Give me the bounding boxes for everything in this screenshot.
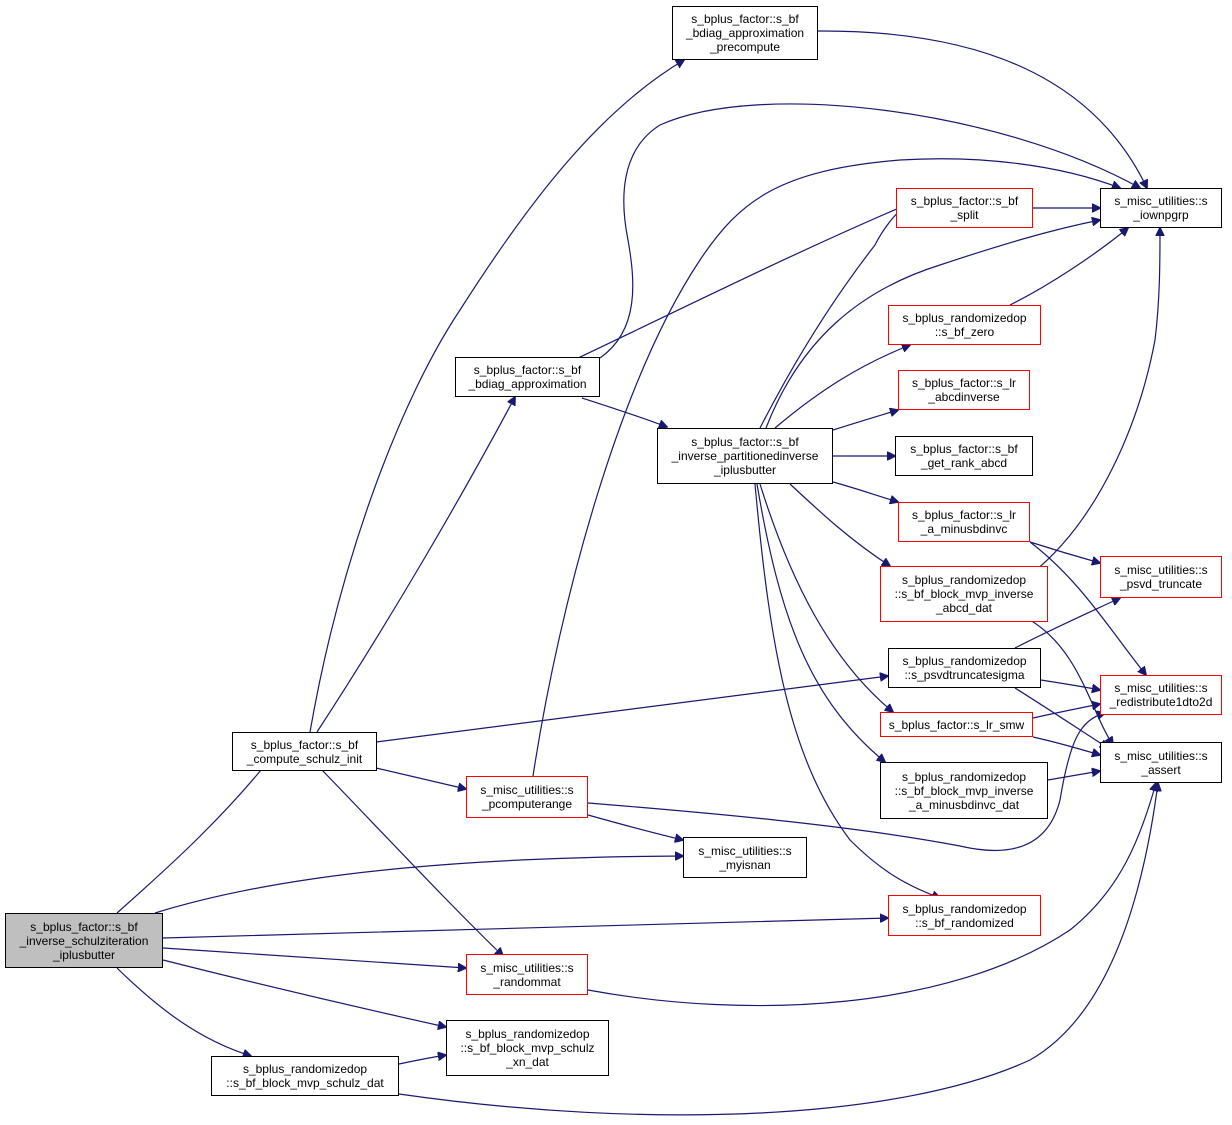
node-root: s_bplus_factor::s_bf _inverse_schulziter… xyxy=(5,913,163,968)
edge-inverse-lr-abcdinverse xyxy=(832,410,898,431)
edge-compute-bdiag-approximation xyxy=(316,397,515,733)
edge-inverse-lr-smw xyxy=(759,483,893,712)
edge-inverse-bf-zero xyxy=(774,345,910,429)
node-bf-randomized[interactable]: s_bplus_randomizedop ::s_bf_randomized xyxy=(888,895,1041,936)
node-psvd-truncate[interactable]: s_misc_utilities::s _psvd_truncate xyxy=(1100,556,1222,598)
node-pcomputerange[interactable]: s_misc_utilities::s _pcomputerange xyxy=(466,776,588,818)
edge-lraminus-redistribute xyxy=(1029,541,1146,675)
node-block-mvp-schulz[interactable]: s_bplus_randomizedop ::s_bf_block_mvp_sc… xyxy=(211,1056,399,1096)
edge-bdiag-iownpgrp xyxy=(599,103,1140,359)
edge-pcompute-myisnan xyxy=(587,814,683,840)
edge-precompute-iownpgrp xyxy=(817,30,1147,188)
edge-psvdsigma-redistribute xyxy=(1040,679,1100,690)
edge-root-myisnan xyxy=(154,856,683,914)
edge-root-bf-randomized xyxy=(162,918,888,939)
edge-pcompute-redistribute xyxy=(587,713,1105,851)
edge-compute-bdiag-precompute xyxy=(309,60,684,733)
node-iownpgrp[interactable]: s_misc_utilities::s _iownpgrp xyxy=(1100,188,1222,228)
edge-root-block-mvp-schulz xyxy=(116,967,251,1056)
edge-inverse-lr-a-minus xyxy=(832,481,898,502)
edge-bfzero-iownpgrp xyxy=(1009,228,1128,306)
edge-bdiag-inverse-partitioned xyxy=(581,397,667,427)
edge-inverse-split xyxy=(759,200,913,429)
node-randommat[interactable]: s_misc_utilities::s _randommat xyxy=(466,954,588,995)
edge-root-block-mvp-schulz-xn xyxy=(162,959,446,1027)
edge-inverse-bf-randomized xyxy=(754,483,940,898)
edge-randommat-assert xyxy=(587,783,1156,1007)
node-myisnan[interactable]: s_misc_utilities::s _myisnan xyxy=(683,837,807,878)
node-assert[interactable]: s_misc_utilities::s _assert xyxy=(1100,742,1222,783)
edge-inverse-iownpgrp xyxy=(765,220,1100,429)
node-lr-a-minusbdinvc[interactable]: s_bplus_factor::s_lr _a_minusbdinvc xyxy=(898,502,1030,542)
edge-block-abcd-iownpgrp xyxy=(1029,228,1160,576)
edge-block-abcd-assert xyxy=(1029,619,1113,745)
node-split[interactable]: s_bplus_factor::s_bf _split xyxy=(896,188,1033,228)
edge-pcompute-iownpgrp xyxy=(532,158,1120,777)
node-bdiag-precompute[interactable]: s_bplus_factor::s_bf _bdiag_approximatio… xyxy=(672,6,818,60)
edge-lraminus-psvd-truncate xyxy=(1029,541,1100,563)
edge-inverse-block-mvp-abcd xyxy=(789,483,890,566)
node-block-mvp-inverse-abcd[interactable]: s_bplus_randomizedop ::s_bf_block_mvp_in… xyxy=(880,566,1048,622)
node-compute-schulz-init[interactable]: s_bplus_factor::s_bf _compute_schulz_ini… xyxy=(232,732,377,771)
edge-lrsmw-assert xyxy=(1032,736,1100,755)
edge-psvdsigma-assert xyxy=(1014,687,1108,748)
node-bdiag-approximation[interactable]: s_bplus_factor::s_bf _bdiag_approximatio… xyxy=(455,357,600,397)
edge-schulz-dat-schulz-xn xyxy=(398,1055,446,1065)
node-get-rank-abcd[interactable]: s_bplus_factor::s_bf _get_rank_abcd xyxy=(895,436,1033,476)
edge-lrsmw-redistribute xyxy=(1032,704,1100,719)
edge-inverse-block-mvp-a-minus xyxy=(756,483,885,762)
node-block-mvp-inverse-a-minus[interactable]: s_bplus_randomizedop ::s_bf_block_mvp_in… xyxy=(880,762,1048,819)
edge-bdiag-split xyxy=(577,202,913,359)
node-redistribute1dto2d[interactable]: s_misc_utilities::s _redistribute1dto2d xyxy=(1100,675,1222,715)
edge-block-aminus-assert xyxy=(1047,771,1100,781)
edge-root-randommat xyxy=(162,947,466,968)
edge-psvdsigma-psvd-truncate xyxy=(1014,598,1120,649)
node-bf-zero[interactable]: s_bplus_randomizedop ::s_bf_zero xyxy=(888,305,1041,345)
node-block-mvp-schulz-xn[interactable]: s_bplus_randomizedop ::s_bf_block_mvp_sc… xyxy=(446,1020,609,1076)
node-inverse-partitioned[interactable]: s_bplus_factor::s_bf _inverse_partitione… xyxy=(657,428,833,484)
edge-compute-randommat xyxy=(321,769,503,956)
edge-schulz-dat-assert xyxy=(398,783,1158,1116)
edge-compute-psvdtruncatesigma xyxy=(375,676,888,743)
edge-compute-pcomputerange xyxy=(375,767,466,789)
node-psvdtruncatesigma[interactable]: s_bplus_randomizedop ::s_psvdtruncatesig… xyxy=(888,648,1041,688)
node-lr-smw[interactable]: s_bplus_factor::s_lr_smw xyxy=(880,712,1033,737)
node-lr-abcdinverse[interactable]: s_bplus_factor::s_lr _abcdinverse xyxy=(898,370,1030,410)
